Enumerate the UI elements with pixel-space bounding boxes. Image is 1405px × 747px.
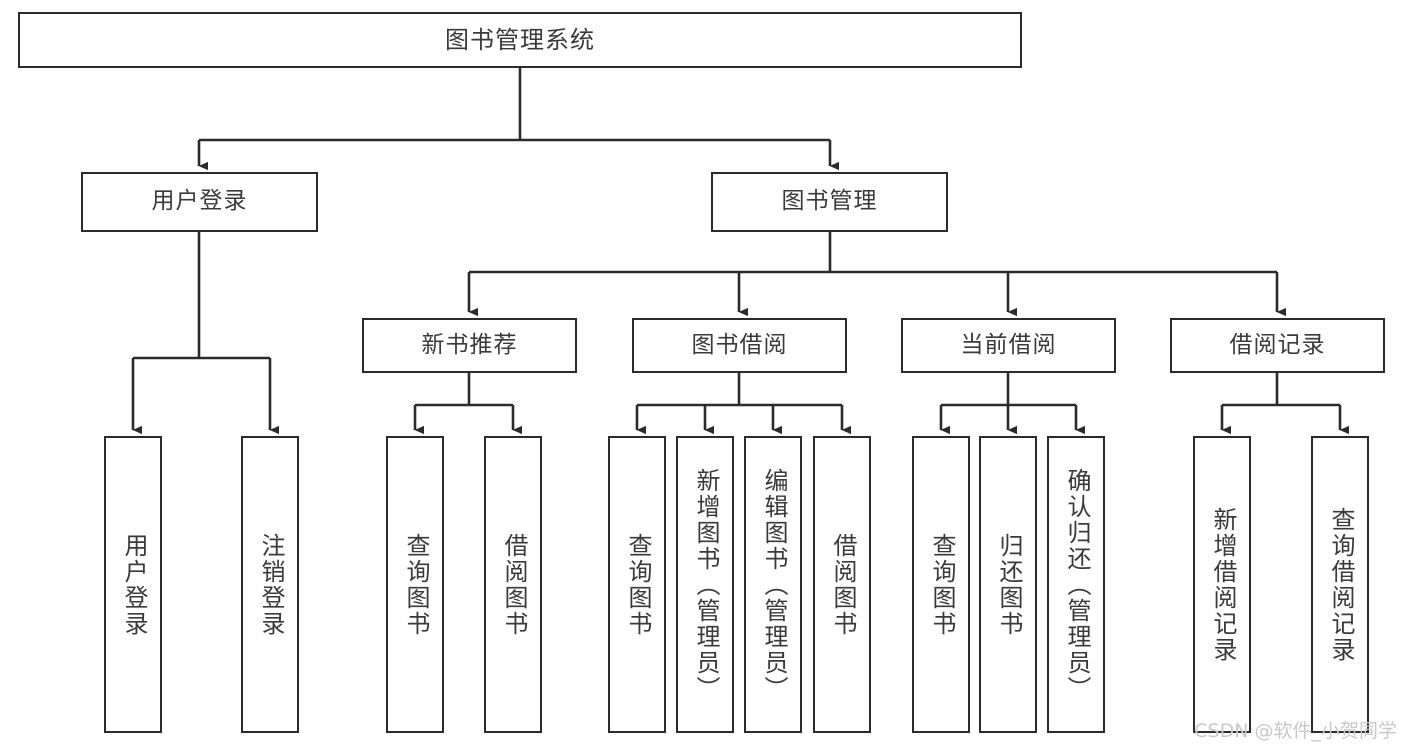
node-book-mgmt[interactable]: 图书管理 [711, 172, 948, 232]
node-current-borrow[interactable]: 当前借阅 [901, 318, 1116, 373]
node-root[interactable]: 图书管理系统 [18, 12, 1022, 68]
node-leaf-confirm-return[interactable]: 确认归还（管理员） [1047, 436, 1105, 733]
node-borrow-record[interactable]: 借阅记录 [1170, 318, 1385, 373]
node-leaf-user-logout[interactable]: 注销登录 [241, 436, 299, 733]
node-leaf-user-logout-label: 注销登录 [256, 532, 285, 637]
node-leaf-user-login-label: 用户登录 [119, 532, 148, 637]
node-leaf-user-login[interactable]: 用户登录 [104, 436, 162, 733]
node-leaf-query-book-c-label: 查询图书 [927, 532, 956, 637]
node-leaf-borrow-book-a[interactable]: 借阅图书 [484, 436, 542, 733]
node-leaf-query-book-c[interactable]: 查询图书 [912, 436, 970, 733]
node-leaf-add-book-label: 新增图书（管理员） [691, 467, 720, 702]
node-leaf-borrow-book-b-label: 借阅图书 [828, 532, 857, 637]
node-leaf-add-record-label: 新增借阅记录 [1208, 506, 1237, 663]
node-root-label: 图书管理系统 [445, 25, 595, 54]
node-current-borrow-label: 当前借阅 [960, 331, 1057, 358]
node-leaf-add-book[interactable]: 新增图书（管理员） [676, 436, 734, 733]
node-leaf-edit-book-label: 编辑图书（管理员） [759, 467, 788, 702]
node-borrow-record-label: 借阅记录 [1229, 331, 1326, 358]
watermark-text: CSDN @软件_小贺同学 [1194, 720, 1397, 742]
node-leaf-confirm-return-label: 确认归还（管理员） [1062, 467, 1091, 702]
node-user-login-label: 用户登录 [151, 188, 248, 215]
node-leaf-query-book-a[interactable]: 查询图书 [386, 436, 444, 733]
node-leaf-query-book-b-label: 查询图书 [623, 532, 652, 637]
node-leaf-return-book-label: 归还图书 [994, 532, 1023, 637]
node-leaf-borrow-book-a-label: 借阅图书 [499, 532, 528, 637]
node-leaf-return-book[interactable]: 归还图书 [979, 436, 1037, 733]
node-book-borrow[interactable]: 图书借阅 [632, 318, 847, 373]
node-new-book-rec[interactable]: 新书推荐 [362, 318, 577, 373]
node-leaf-add-record[interactable]: 新增借阅记录 [1193, 436, 1251, 733]
node-user-login[interactable]: 用户登录 [81, 172, 318, 232]
node-leaf-borrow-book-b[interactable]: 借阅图书 [813, 436, 871, 733]
node-leaf-query-book-a-label: 查询图书 [401, 532, 430, 637]
node-leaf-query-record-label: 查询借阅记录 [1326, 506, 1355, 663]
node-leaf-edit-book[interactable]: 编辑图书（管理员） [744, 436, 802, 733]
node-leaf-query-book-b[interactable]: 查询图书 [608, 436, 666, 733]
node-new-book-rec-label: 新书推荐 [421, 331, 518, 358]
node-book-borrow-label: 图书借阅 [691, 331, 788, 358]
node-book-mgmt-label: 图书管理 [781, 188, 878, 215]
node-leaf-query-record[interactable]: 查询借阅记录 [1311, 436, 1369, 733]
